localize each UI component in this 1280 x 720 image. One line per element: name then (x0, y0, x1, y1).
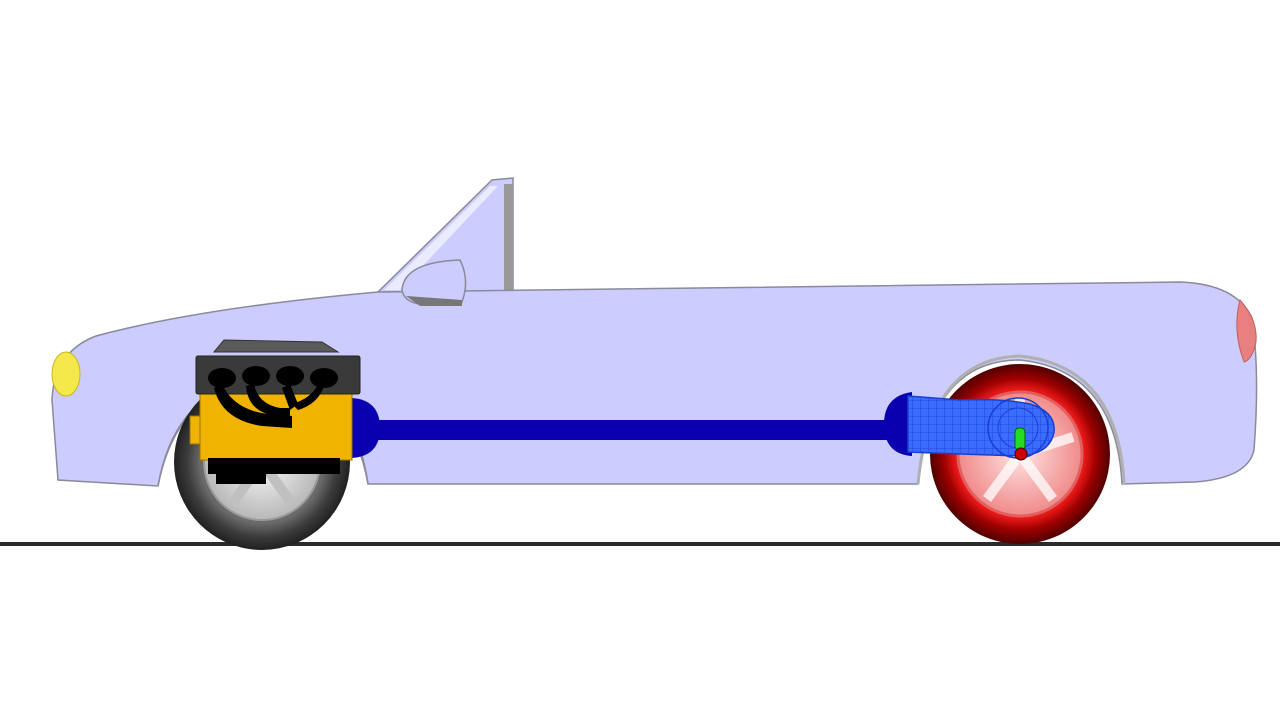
side-mirror (401, 259, 467, 306)
axle-green-indicator (1014, 427, 1026, 451)
taillight (1236, 298, 1257, 363)
rear-differential (907, 395, 1055, 461)
axle-red-indicator (1014, 447, 1028, 461)
engine (189, 339, 361, 484)
driveshaft (352, 392, 920, 458)
headlight (51, 351, 81, 397)
exhaust-manifold (208, 366, 338, 428)
